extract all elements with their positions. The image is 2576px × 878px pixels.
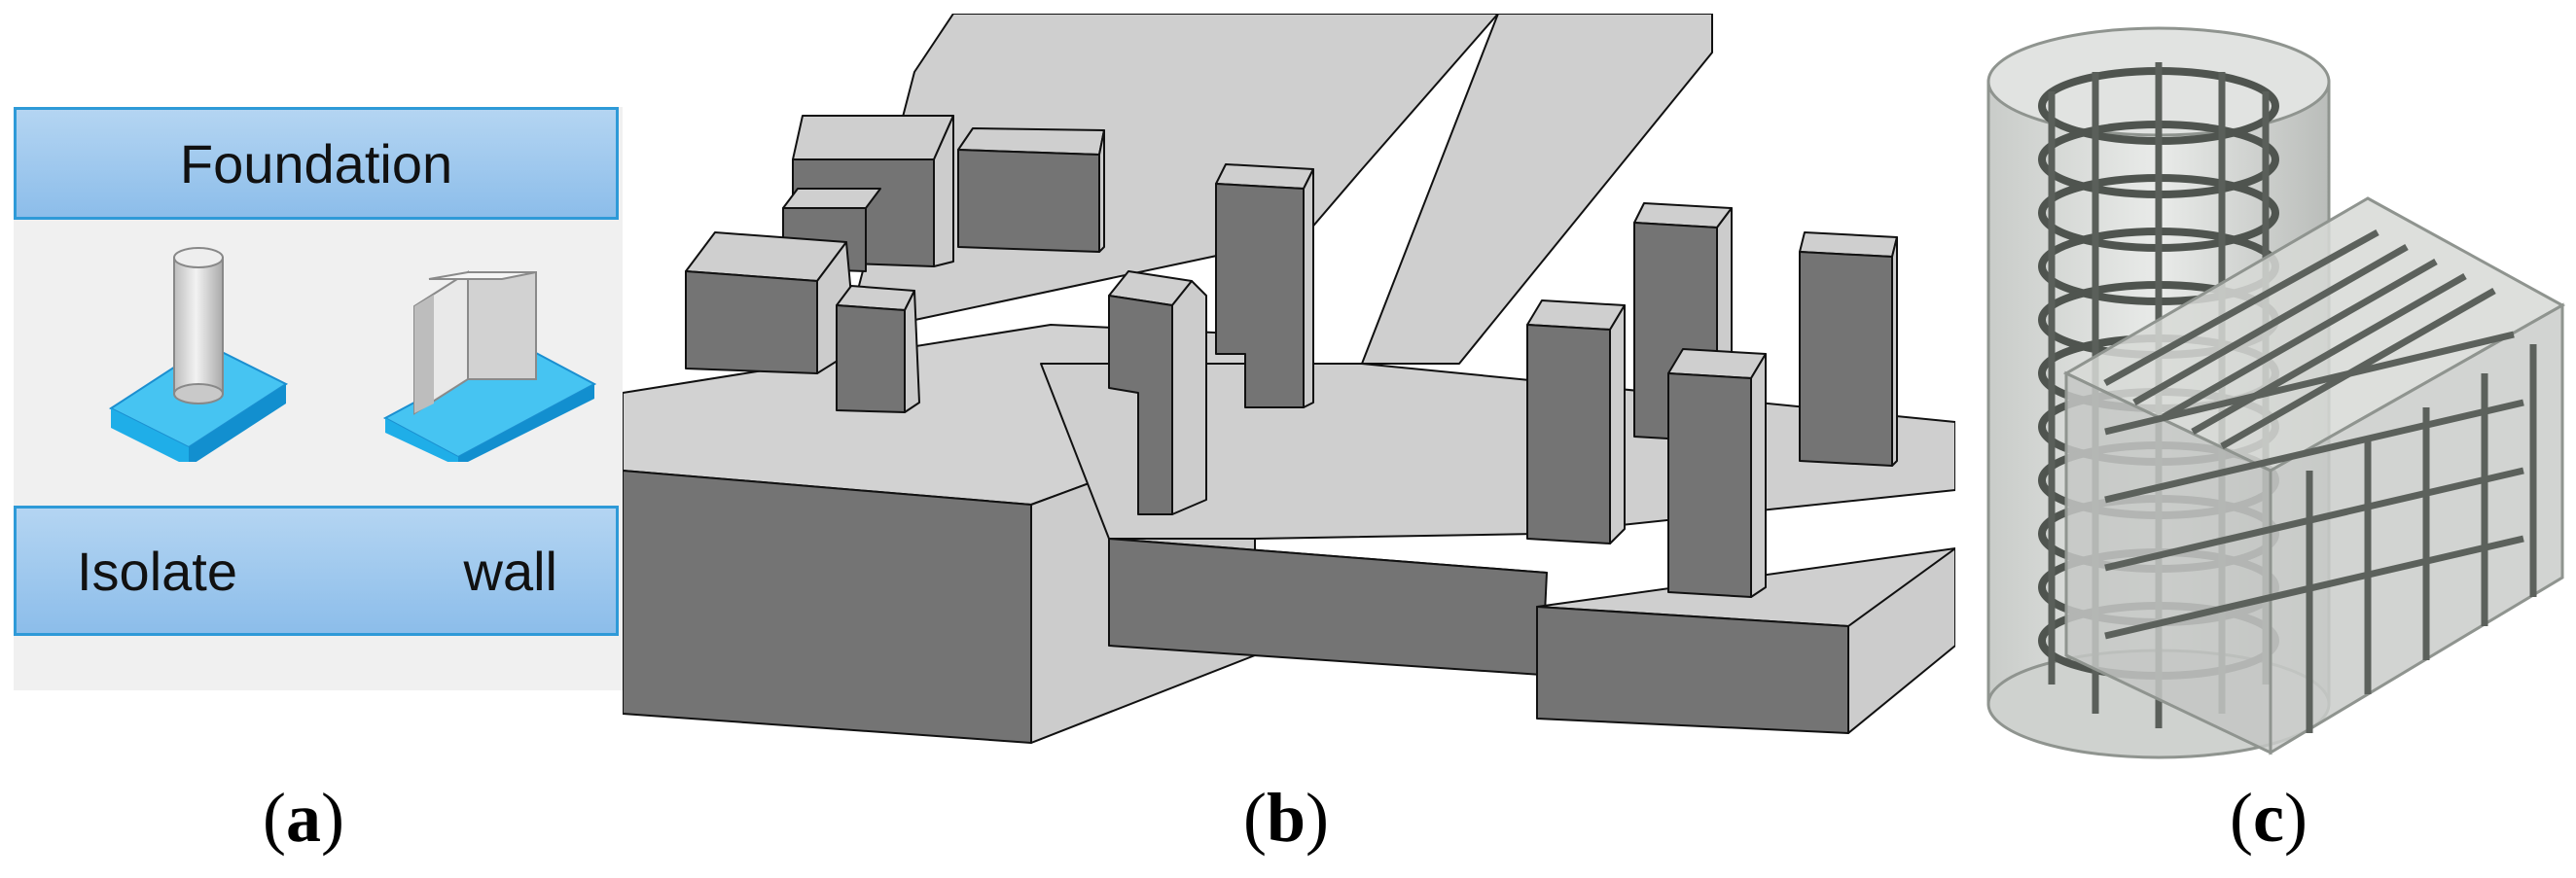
caption-b: (b) — [1243, 779, 1330, 857]
rebar-cage-drawing — [1986, 26, 2566, 759]
rebar-render — [1950, 14, 2576, 772]
wall-label[interactable]: wall — [463, 540, 557, 602]
foundation-3d-model — [622, 13, 1956, 753]
isolated-footing-icon[interactable] — [101, 238, 296, 467]
foundation-type-bar: Isolate wall — [14, 506, 619, 636]
foundation-header: Foundation — [14, 107, 619, 220]
caption-a: (a) — [263, 779, 344, 857]
isolate-label[interactable]: Isolate — [77, 540, 237, 602]
foundation-title: Foundation — [179, 132, 453, 194]
wall-footing-icon[interactable] — [376, 238, 599, 467]
foundation-type-panel: Foundation Isol — [14, 107, 623, 690]
foundation-model-drawing — [622, 13, 1956, 744]
caption-c: (c) — [2230, 779, 2308, 857]
